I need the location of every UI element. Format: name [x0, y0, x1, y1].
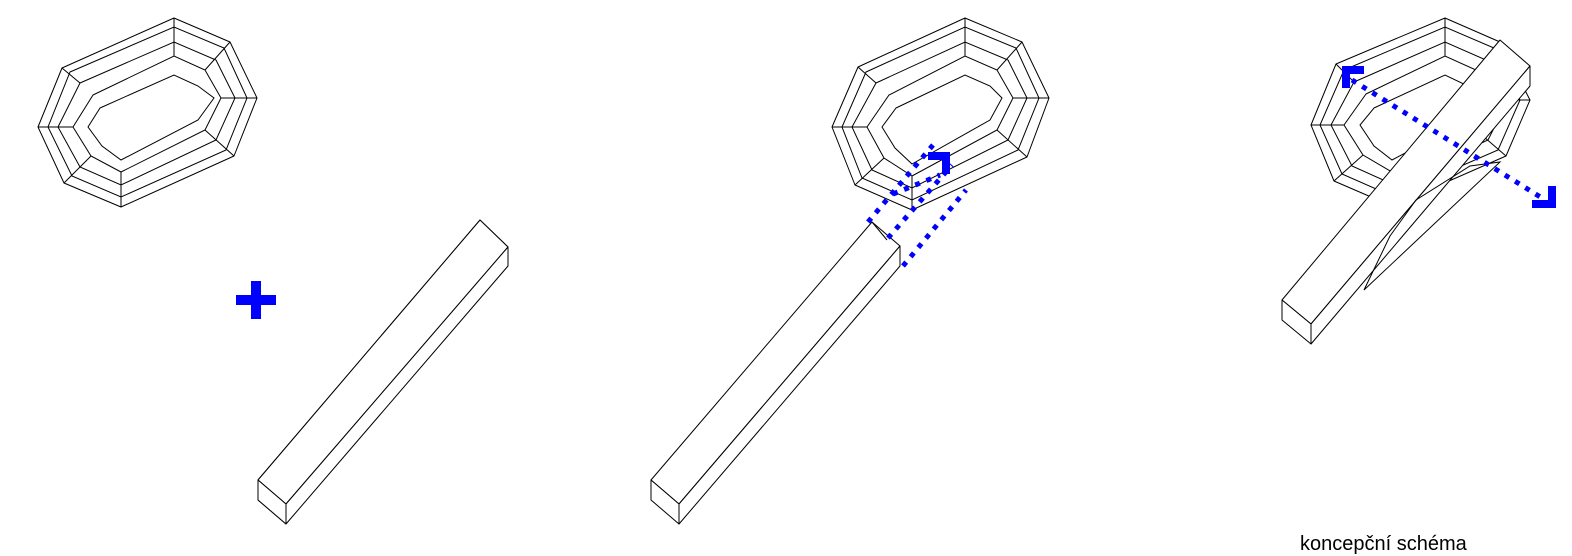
octagonal-frame-2	[832, 18, 1049, 210]
caption: koncepční schéma	[1300, 533, 1467, 556]
corner-bracket-icon	[1532, 186, 1556, 208]
rectangular-bar-1	[258, 220, 508, 524]
rectangular-bar-2	[651, 222, 900, 524]
octagonal-frame-1	[38, 18, 257, 207]
plus-icon	[236, 281, 276, 319]
